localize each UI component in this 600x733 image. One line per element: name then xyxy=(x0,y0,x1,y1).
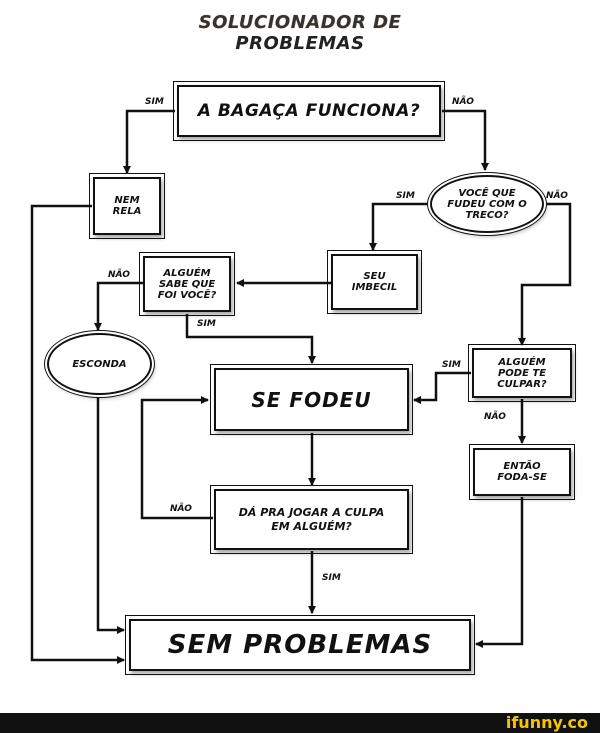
node-nem-rela-label: NEM RELA xyxy=(112,195,142,217)
edge-esconda-sem xyxy=(96,398,125,634)
node-alguem-culpar-label: ALGUÉM PODE TE CULPAR? xyxy=(497,356,547,390)
node-da-pra-jogar: DÁ PRA JOGAR A CULPA EM ALGUÉM? xyxy=(210,485,413,554)
edge-label-voce-sim: SIM xyxy=(396,191,415,201)
node-nem-rela: NEM RELA xyxy=(89,173,165,239)
node-sem-problemas-label: SEM PROBLEMAS xyxy=(167,630,433,660)
footer-bar: ifunny.co xyxy=(0,713,600,733)
edge-label-culpar-sim: SIM xyxy=(442,360,461,370)
node-alguem-culpar: ALGUÉM PODE TE CULPAR? xyxy=(468,344,576,402)
node-se-fodeu: SE FODEU xyxy=(210,364,413,435)
edge-label-sabe-sim: SIM xyxy=(197,319,216,329)
node-sem-problemas: SEM PROBLEMAS xyxy=(125,615,475,675)
node-seu-imbecil: SEU IMBECIL xyxy=(327,250,422,314)
node-entao-foda-se: ENTÃO FODA-SE xyxy=(469,444,575,500)
edge-label-jogar-nao: NÃO xyxy=(170,504,192,514)
edge-label-bagaca-sim: SIM xyxy=(145,97,164,107)
node-voce-fudeu-label: VOCÊ QUE FUDEU COM O TRECO? xyxy=(447,187,527,221)
edge-label-culpar-nao: NÃO xyxy=(484,412,506,422)
node-alguem-sabe: ALGUÉM SABE QUE FOI VOCÊ? xyxy=(139,252,235,316)
edge-sabe-sim xyxy=(185,314,316,364)
page-title: SOLUCIONADOR DE PROBLEMAS xyxy=(0,12,600,54)
edge-label-voce-nao: NÃO xyxy=(546,191,568,201)
node-voce-fudeu: VOCÊ QUE FUDEU COM O TRECO? xyxy=(430,175,544,233)
brand-logo[interactable]: ifunny.co xyxy=(505,713,588,732)
edge-label-sabe-nao: NÃO xyxy=(108,270,130,280)
edge-voce-sim xyxy=(369,202,428,251)
node-se-fodeu-label: SE FODEU xyxy=(251,387,372,412)
node-entao-foda-se-label: ENTÃO FODA-SE xyxy=(497,461,547,483)
title-line-1: SOLUCIONADOR DE xyxy=(198,12,402,33)
edge-bagaca-sim xyxy=(123,109,175,174)
edge-voce-nao xyxy=(518,202,572,346)
title-line-2: PROBLEMAS xyxy=(235,33,365,54)
edge-foda-sem xyxy=(475,497,524,648)
node-bagaca-funciona: A BAGAÇA FUNCIONA? xyxy=(173,81,445,141)
node-esconda-label: ESCONDA xyxy=(72,358,127,370)
node-bagaca-label: A BAGAÇA FUNCIONA? xyxy=(197,101,421,121)
edge-nemrela-sem xyxy=(30,204,125,664)
edge-label-jogar-sim: SIM xyxy=(322,573,341,583)
edge-sabe-nao xyxy=(94,281,143,331)
flowchart-connectors xyxy=(30,109,572,664)
edge-culpar-sim xyxy=(413,371,471,404)
node-alguem-sabe-label: ALGUÉM SABE QUE FOI VOCÊ? xyxy=(157,267,217,301)
node-esconda: ESCONDA xyxy=(47,333,152,395)
node-da-pra-jogar-label: DÁ PRA JOGAR A CULPA EM ALGUÉM? xyxy=(238,505,385,533)
node-seu-imbecil-label: SEU IMBECIL xyxy=(351,271,398,293)
edge-jogar-nao xyxy=(140,396,213,520)
edge-label-bagaca-nao: NÃO xyxy=(452,97,474,107)
edge-bagaca-nao xyxy=(442,109,489,171)
